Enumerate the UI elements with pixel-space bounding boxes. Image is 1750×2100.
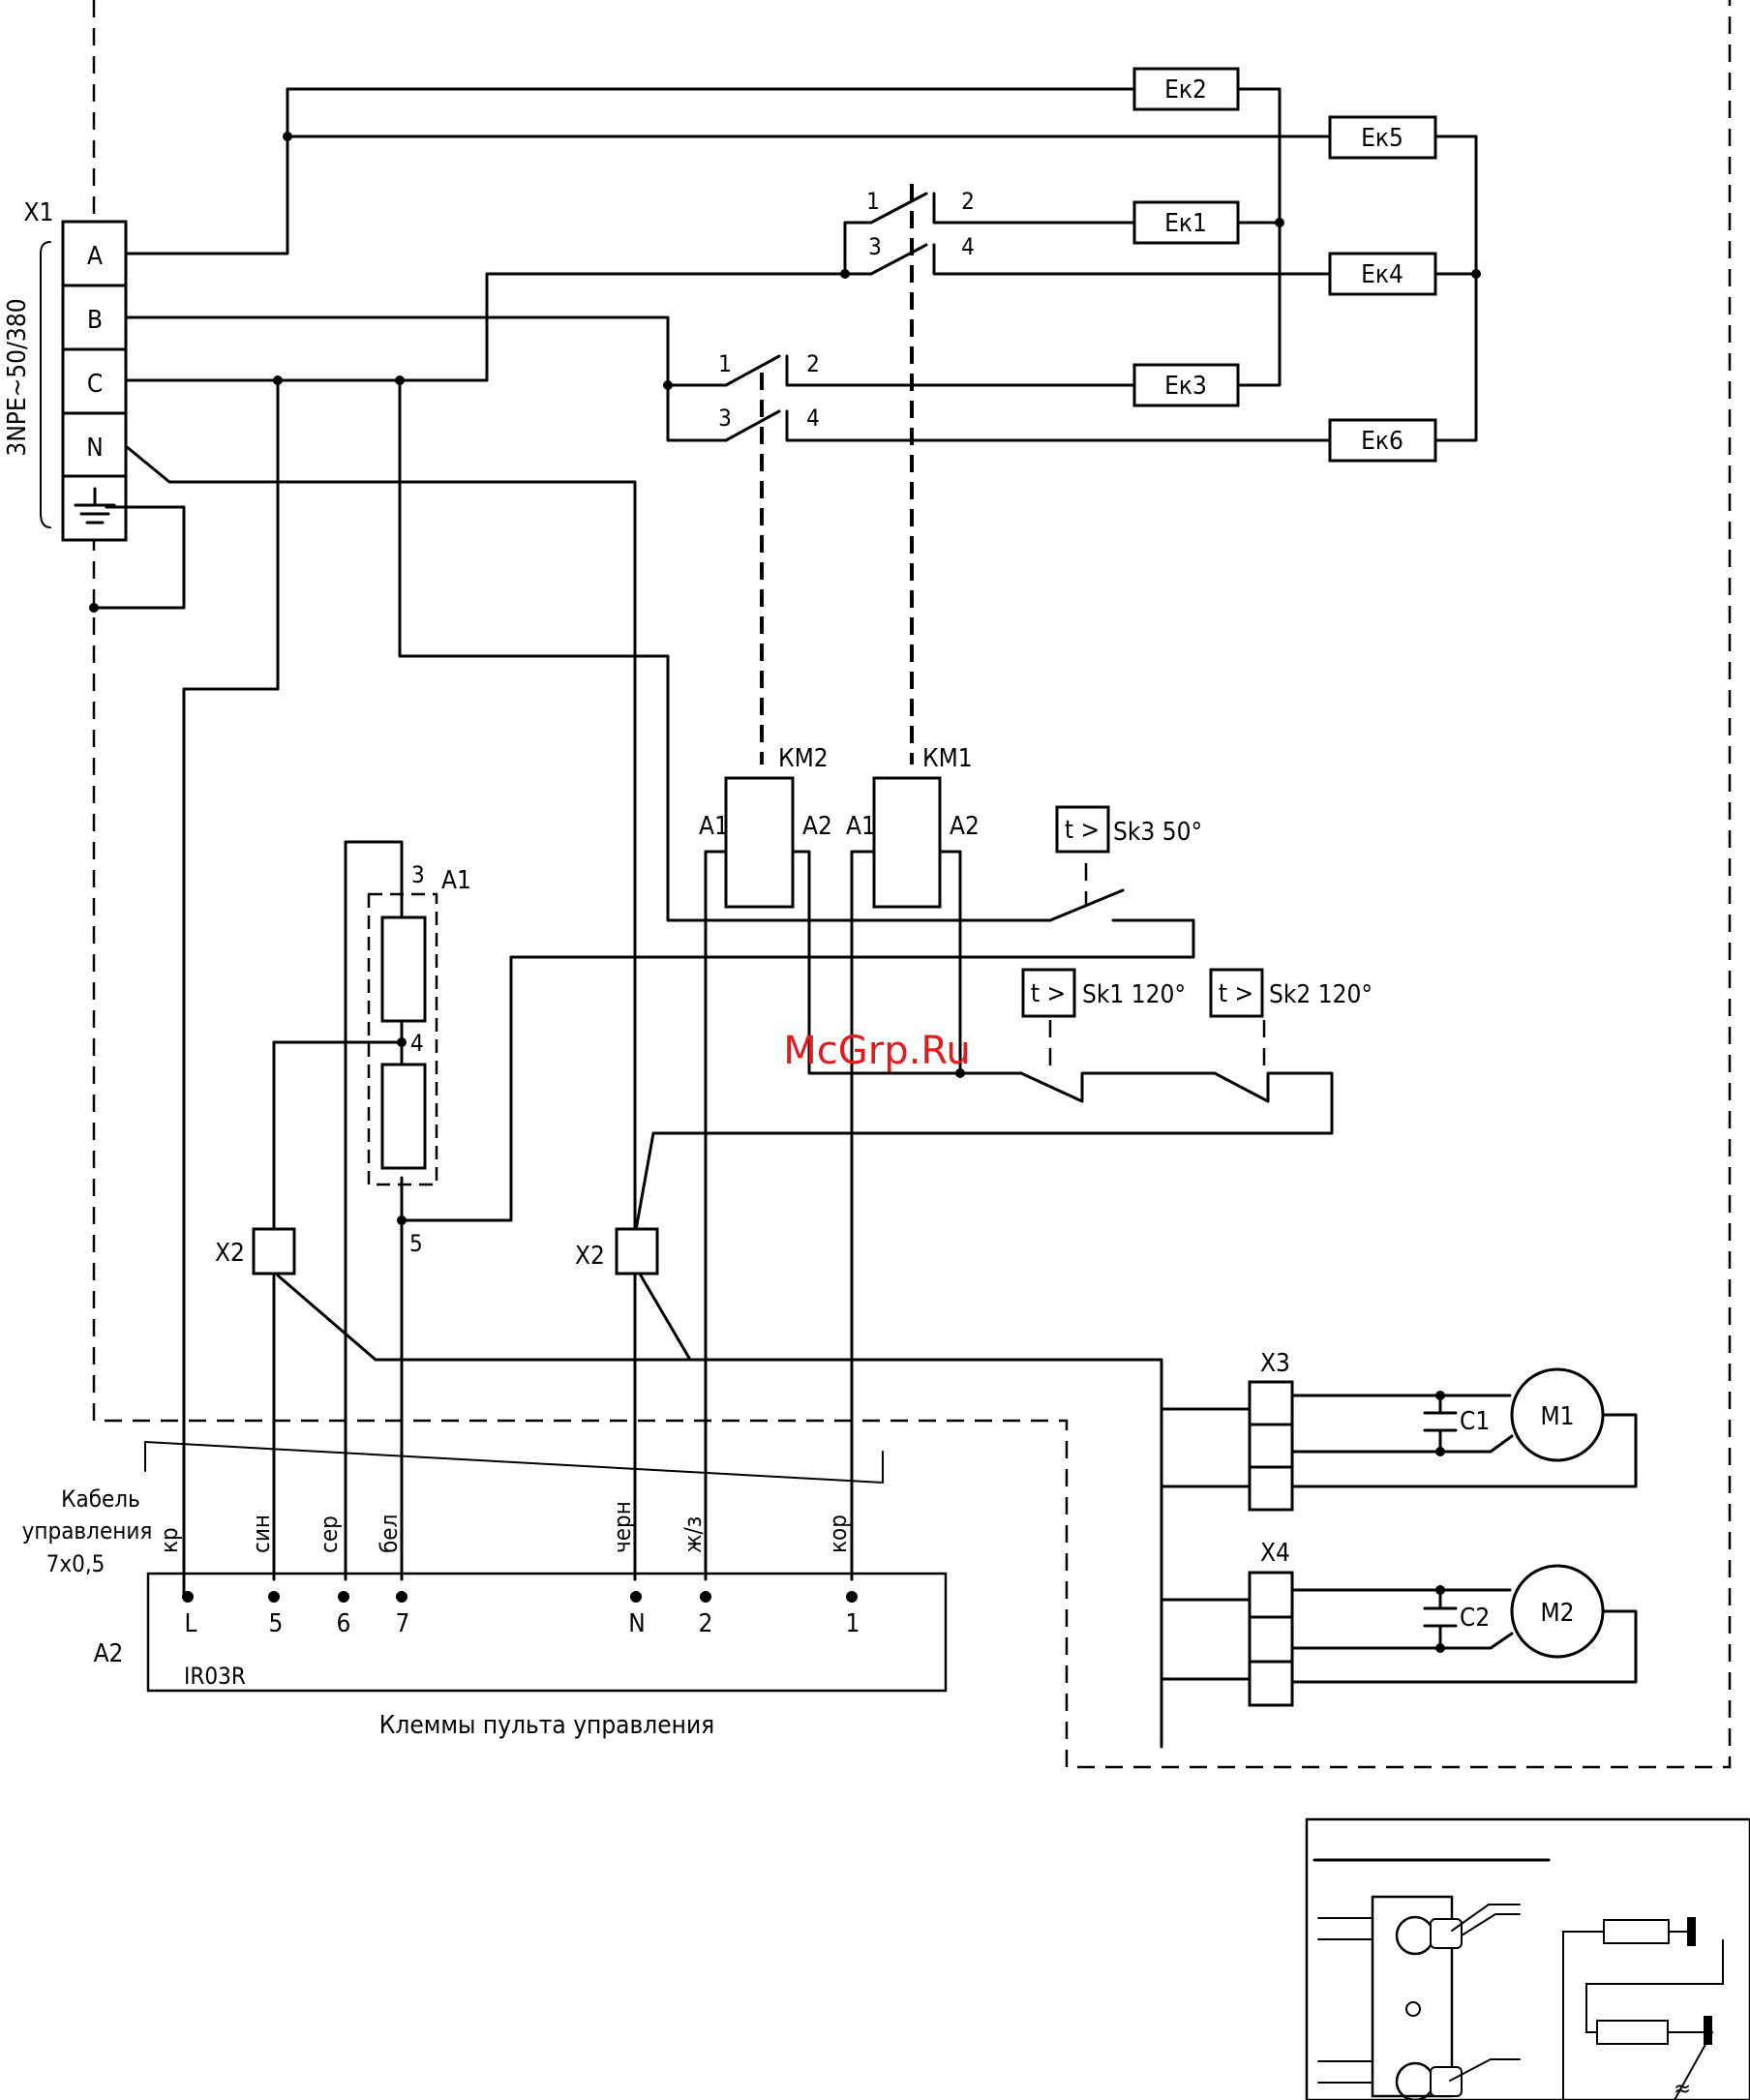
svg-text:А2: А2 [802,812,832,841]
panel-caption: Клеммы пульта управления [379,1711,714,1740]
panel-terminal-2: 2 [699,1609,713,1638]
svg-text:М2: М2 [1540,1599,1574,1628]
panel-terminal-5: 5 [269,1609,284,1638]
control-wiring [274,842,1332,1747]
wire-label-chern: черн [609,1501,636,1553]
svg-text:t >: t > [1031,979,1066,1008]
panel-terminal-6: 6 [337,1609,351,1638]
terminal-n-label: N [86,434,104,463]
wire-label-sin: син [248,1515,275,1553]
svg-text:1: 1 [718,350,732,377]
connector-x4: X4 [1250,1539,1292,1705]
svg-text:КМ2: КМ2 [778,744,829,773]
svg-text:4: 4 [410,1030,424,1057]
svg-text:А1: А1 [441,866,471,895]
svg-text:X2: X2 [215,1239,245,1268]
wire-label-kor: кор [825,1515,852,1553]
heater-ek5: Ек5 [1330,117,1435,158]
connector-x2-left: X2 [215,1229,294,1274]
svg-text:4: 4 [961,233,975,260]
svg-text:2: 2 [961,188,975,215]
heater-ek6: Ек6 [1330,420,1435,461]
watermark: McGrp.Ru [783,1029,970,1073]
svg-text:X2: X2 [575,1242,605,1271]
svg-text:М1: М1 [1540,1402,1574,1431]
thermostat-sk3: t > Sk3 50° [1057,807,1202,852]
terminal-c-label: C [87,370,103,399]
svg-text:2: 2 [806,350,820,377]
panel-model: IR03R [184,1663,246,1690]
control-cable: Кабель управления 7х0,5 кр син сер бел ч… [22,1442,883,1577]
svg-text:Ек2: Ек2 [1164,75,1207,105]
svg-text:Ек4: Ек4 [1361,260,1403,289]
heater-ek1: Ек1 [1134,202,1238,243]
contactor-km2-coil: КМ2 А1 А2 [699,744,832,907]
svg-text:3: 3 [411,861,425,888]
svg-text:X4: X4 [1260,1539,1290,1568]
wire-label-bel: бел [376,1515,403,1553]
svg-text:А1: А1 [699,812,729,841]
svg-text:Sk2 120°: Sk2 120° [1269,980,1373,1009]
svg-text:X3: X3 [1260,1349,1290,1378]
svg-text:Ек3: Ек3 [1164,372,1207,401]
module-a1: 3 4 5 А1 [369,861,471,1257]
svg-text:3: 3 [718,405,732,432]
panel-label: А2 [94,1639,124,1668]
control-panel-a2: L 5 6 7 N 2 1 IR03R А2 Клеммы пульта упр… [94,1574,946,1740]
svg-text:5: 5 [409,1230,423,1257]
svg-text:А1: А1 [846,812,876,841]
thermostat-sk1: t > Sk1 120° [1023,970,1186,1016]
svg-text:t >: t > [1219,979,1253,1008]
svg-text:А2: А2 [950,812,980,841]
panel-terminal-l: L [184,1609,196,1638]
svg-text:t >: t > [1065,816,1100,845]
svg-text:Ек1: Ек1 [1164,209,1207,238]
motor-m2-circuit: М2 С2 [1292,1566,1636,1682]
svg-text:Ек6: Ек6 [1361,427,1403,456]
heater-ek3: Ек3 [1134,365,1238,405]
terminal-b-label: B [87,306,103,335]
wire-label-ser: сер [316,1515,343,1553]
svg-text:КМ1: КМ1 [922,744,973,773]
x1-label: X1 [24,198,54,227]
svg-text:3: 3 [868,233,882,260]
svg-text:Кабель: Кабель [61,1485,140,1513]
svg-text:Ек5: Ек5 [1361,124,1403,153]
panel-terminal-1: 1 [846,1609,860,1638]
connector-x3: X3 [1250,1349,1292,1510]
svg-text:управления: управления [22,1517,153,1545]
svg-text:Sk1 120°: Sk1 120° [1082,980,1186,1009]
svg-text:1: 1 [866,188,880,215]
svg-text:Sk3 50°: Sk3 50° [1113,818,1202,847]
wire-label-zhz: ж/з [679,1516,707,1553]
heater-ek2: Ек2 [1134,69,1238,109]
heater-ek4: Ек4 [1330,254,1435,294]
svg-text:С2: С2 [1460,1604,1490,1633]
supply-brace [41,242,50,527]
svg-text:7х0,5: 7х0,5 [46,1550,106,1577]
connector-x2-right: X2 [575,1229,657,1274]
thermostat-sk2: t > Sk2 120° [1211,970,1373,1016]
panel-terminal-7: 7 [396,1609,410,1638]
terminal-block-x1: A B C N X1 3NPE~50/380 [3,198,126,540]
terminal-a-label: A [87,242,103,271]
wire-label-kr: кр [156,1527,183,1553]
svg-text:С1: С1 [1460,1407,1490,1436]
motor-m1-circuit: М1 С1 [1292,1369,1636,1486]
inset-symbol: ≈ [1674,2075,1691,2100]
inset-drawing: ≈ [1307,1819,1750,2100]
svg-text:4: 4 [806,405,820,432]
panel-terminal-n: N [628,1609,646,1638]
supply-label: 3NPE~50/380 [3,298,32,456]
